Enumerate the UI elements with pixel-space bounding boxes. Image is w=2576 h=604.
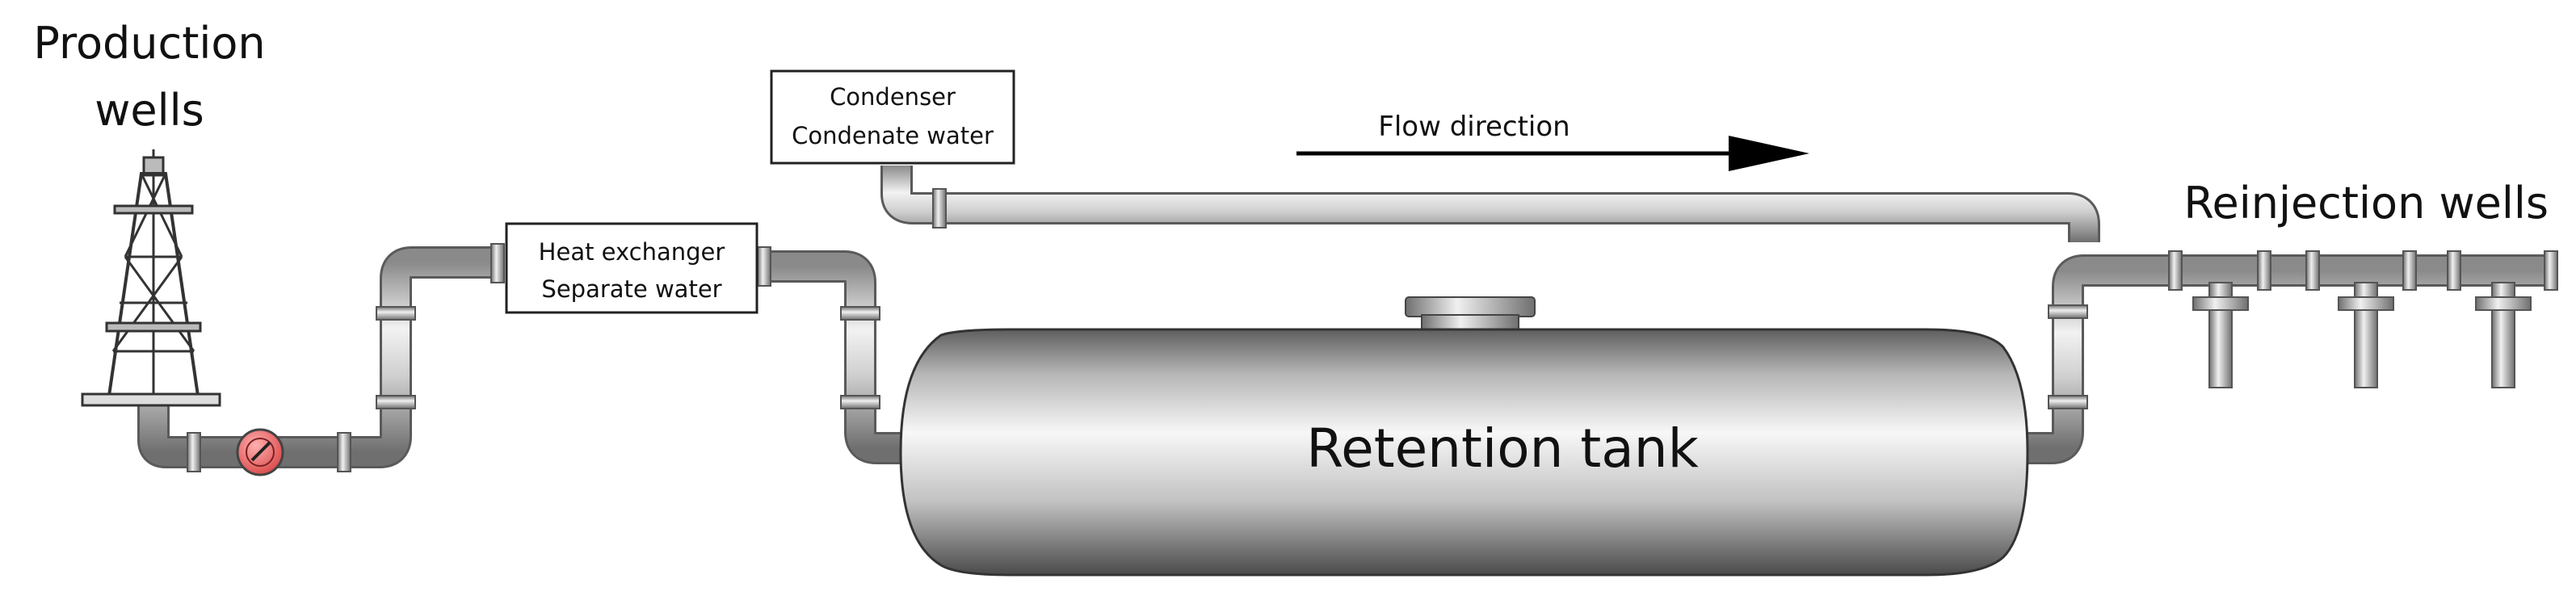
production-wells-label-line1: Production (33, 18, 265, 69)
separate-water-label: Separate water (541, 275, 721, 303)
retention-tank (899, 296, 2029, 577)
production-wells-label-line2: wells (95, 85, 204, 136)
condenser-box (770, 69, 1015, 165)
arrow-right-icon (1296, 136, 1809, 171)
condenate-water-label: Condenate water (792, 122, 994, 149)
retention-tank-label: Retention tank (1306, 417, 1699, 480)
heat-exchanger-box (505, 222, 759, 314)
pipework (137, 166, 2553, 468)
condenser-label: Condenser (830, 83, 956, 111)
heat-exchanger-label: Heat exchanger (539, 238, 725, 266)
reinjection-wells-label: Reinjection wells (2183, 178, 2549, 229)
oil-derrick-icon (81, 149, 221, 407)
flow-direction-label: Flow direction (1378, 111, 1570, 143)
pump-gauge-icon (236, 428, 284, 476)
